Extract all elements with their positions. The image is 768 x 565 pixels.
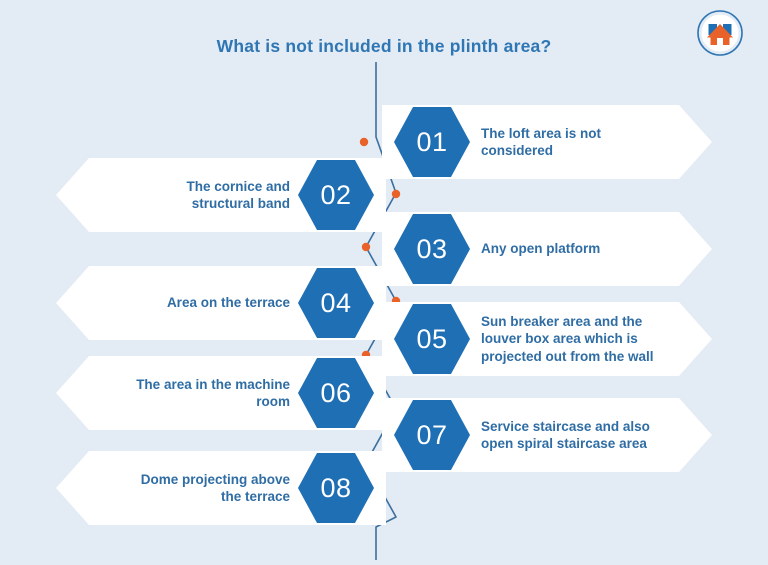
list-item-03[interactable]: 03 Any open platform (382, 212, 712, 286)
text-line: The area in the machine (136, 376, 290, 392)
text-line: considered (481, 143, 554, 158)
badge-number: 05 (416, 323, 448, 354)
text-line: Area on the terrace (166, 295, 290, 311)
list-item-07[interactable]: 07 Service staircase and also open spira… (382, 398, 712, 472)
card-text-07: Service staircase and also open spiral s… (481, 398, 697, 472)
list-item-06[interactable]: 06 The area in the machine room (56, 356, 386, 430)
page-title: What is not included in the plinth area? (216, 36, 552, 56)
badge-number: 04 (320, 287, 352, 318)
text-line: room (256, 394, 290, 409)
badge-number: 08 (320, 472, 352, 503)
badge-number: 03 (416, 233, 448, 264)
text-line: open spiral staircase area (481, 436, 647, 451)
card-text-01: The loft area is not considered (481, 105, 697, 179)
list-item-05[interactable]: 05 Sun breaker area and the louver box a… (382, 302, 712, 376)
card-text-02: The cornice and structural band (74, 158, 290, 232)
text-line: Any open platform (481, 241, 601, 257)
badge-number: 06 (320, 377, 352, 408)
card-text-04: Area on the terrace (74, 266, 290, 340)
text-line: Sun breaker area and the (481, 314, 643, 330)
badge-number: 01 (416, 126, 448, 157)
text-line: the terrace (220, 489, 290, 504)
list-item-01[interactable]: 01 The loft area is not considered (382, 105, 712, 179)
text-line: louver box area which is (481, 331, 638, 347)
card-text-03: Any open platform (481, 212, 697, 286)
card-text-08: Dome projecting above the terrace (74, 451, 290, 525)
text-line: The cornice and (186, 178, 290, 194)
text-line: projected out from the wall (481, 348, 654, 364)
list-item-08[interactable]: 08 Dome projecting above the terrace (56, 451, 386, 525)
card-text-05: Sun breaker area and the louver box area… (481, 302, 697, 376)
badge-number: 07 (416, 419, 448, 450)
text-line: structural band (191, 196, 290, 211)
house-logo-icon (697, 10, 743, 56)
badge-number: 02 (320, 179, 352, 210)
text-line: The loft area is not (481, 125, 602, 141)
list-item-04[interactable]: 04 Area on the terrace (56, 266, 386, 340)
text-line: Service staircase and also (481, 418, 650, 434)
text-line: Dome projecting above (140, 471, 290, 487)
list-item-02[interactable]: 02 The cornice and structural band (56, 158, 386, 232)
card-text-06: The area in the machine room (74, 356, 290, 430)
